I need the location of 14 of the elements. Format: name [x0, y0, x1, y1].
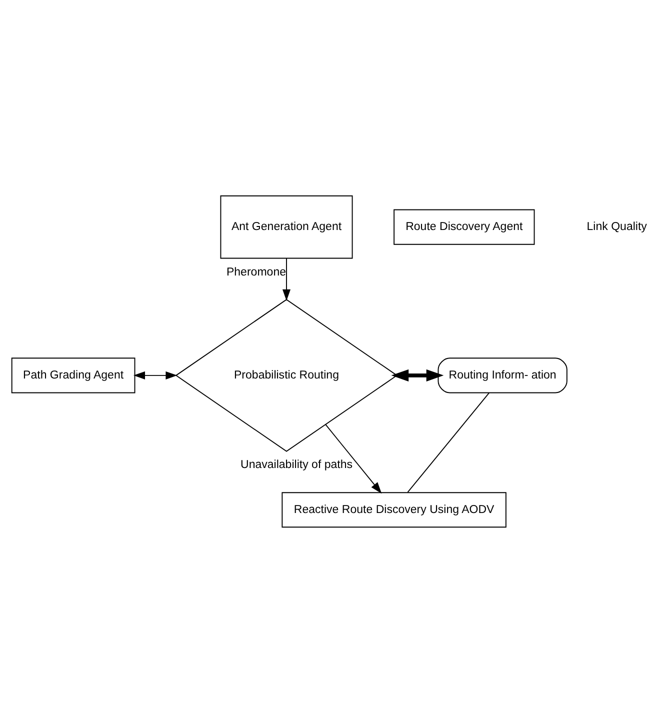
label: Link Quality — [586, 221, 647, 234]
node-box: Route Discovery Agent — [394, 209, 535, 245]
node-box: Routing Inform- ation — [438, 358, 568, 394]
edge-label: Unavailability of paths — [240, 458, 353, 471]
node-box: Ant Generation Agent — [220, 195, 353, 259]
arrow — [133, 371, 178, 380]
connector — [407, 392, 490, 493]
edge-label: Pheromone — [226, 266, 286, 279]
arrow — [391, 369, 444, 382]
node-box: Reactive Route Discovery Using AODV — [282, 492, 506, 528]
arrow — [325, 424, 382, 494]
node-box: Path Grading Agent — [11, 358, 136, 394]
arrow — [282, 258, 291, 301]
node-diamond: Probabilistic Routing — [175, 298, 398, 452]
